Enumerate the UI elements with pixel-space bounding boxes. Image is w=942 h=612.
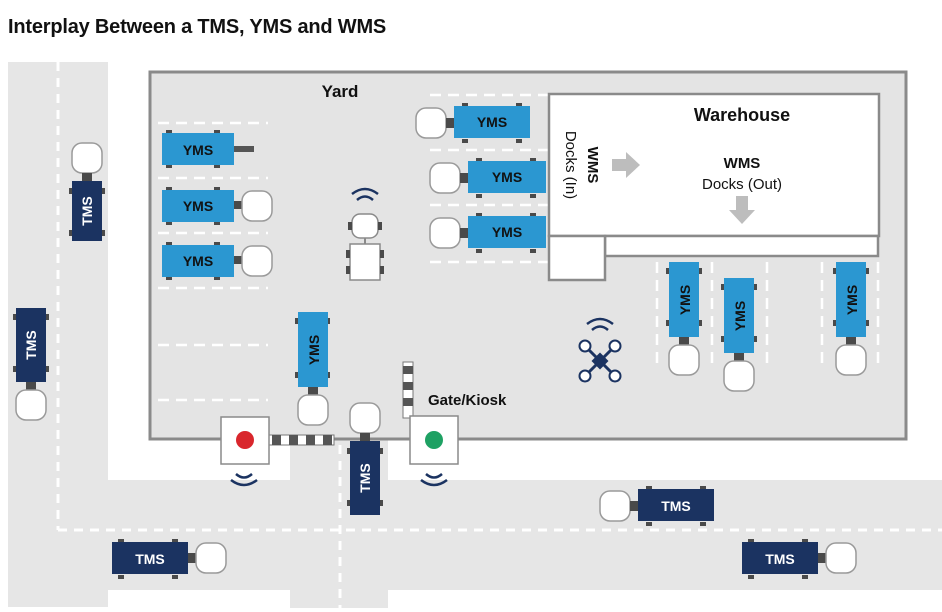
- svg-text:YMS: YMS: [844, 285, 860, 315]
- svg-text:TMS: TMS: [357, 463, 373, 493]
- docks-in-title: WMS: [584, 147, 601, 184]
- yms-truck: YMS: [429, 158, 546, 198]
- signal-waves-icon: [351, 187, 379, 201]
- svg-text:TMS: TMS: [765, 551, 795, 567]
- drone-icon: [578, 339, 622, 383]
- signal-waves-icon: [586, 317, 614, 331]
- svg-text:YMS: YMS: [732, 301, 748, 331]
- arrow-down-icon: [729, 196, 755, 224]
- svg-text:YMS: YMS: [492, 169, 522, 185]
- gate-kiosk-label: Gate/Kiosk: [428, 392, 507, 409]
- svg-text:TMS: TMS: [79, 196, 95, 226]
- yms-truck: YMS: [721, 278, 757, 392]
- svg-text:YMS: YMS: [306, 335, 322, 365]
- signal-waves-icon: [230, 473, 258, 487]
- traffic-light-icon: [409, 415, 459, 465]
- tms-truck: TMS: [112, 539, 227, 579]
- yms-truck: YMS: [666, 262, 702, 376]
- yms-truck: YMS: [162, 130, 254, 168]
- yms-truck: YMS: [162, 187, 273, 225]
- tms-truck: TMS: [347, 402, 383, 515]
- svg-text:YMS: YMS: [477, 114, 507, 130]
- svg-text:YMS: YMS: [183, 198, 213, 214]
- diagram-title: Interplay Between a TMS, YMS and WMS: [8, 16, 387, 38]
- svg-text:YMS: YMS: [677, 285, 693, 315]
- tms-truck: TMS: [742, 539, 857, 579]
- svg-text:YMS: YMS: [183, 253, 213, 269]
- yms-truck: YMS: [415, 103, 530, 143]
- svg-text:TMS: TMS: [23, 330, 39, 360]
- svg-text:YMS: YMS: [492, 224, 522, 240]
- gate-barrier-icon: [267, 434, 335, 446]
- svg-text:TMS: TMS: [661, 498, 691, 514]
- signal-waves-icon: [420, 473, 448, 487]
- yms-truck: YMS: [295, 312, 330, 426]
- svg-text:YMS: YMS: [183, 142, 213, 158]
- warehouse: Warehouse WMS Docks (Out) WMS Docks (In): [547, 92, 881, 282]
- gate-barrier-icon: [402, 361, 414, 419]
- tms-truck: TMS: [13, 308, 49, 421]
- yard-vehicle: [346, 213, 384, 281]
- yard-label: Yard: [322, 82, 359, 101]
- yms-truck: YMS: [833, 262, 869, 376]
- svg-text:TMS: TMS: [135, 551, 165, 567]
- tms-truck: TMS: [69, 142, 105, 241]
- warehouse-label: Warehouse: [694, 105, 790, 125]
- tms-truck: TMS: [599, 486, 714, 526]
- traffic-light-icon: [220, 416, 270, 465]
- docks-out-title: WMS: [724, 155, 761, 172]
- yms-truck: YMS: [162, 242, 273, 280]
- yms-truck: YMS: [429, 213, 546, 253]
- arrow-right-icon: [612, 152, 640, 178]
- docks-out-label: Docks (Out): [702, 176, 782, 193]
- docks-in-label: Docks (In): [562, 131, 579, 199]
